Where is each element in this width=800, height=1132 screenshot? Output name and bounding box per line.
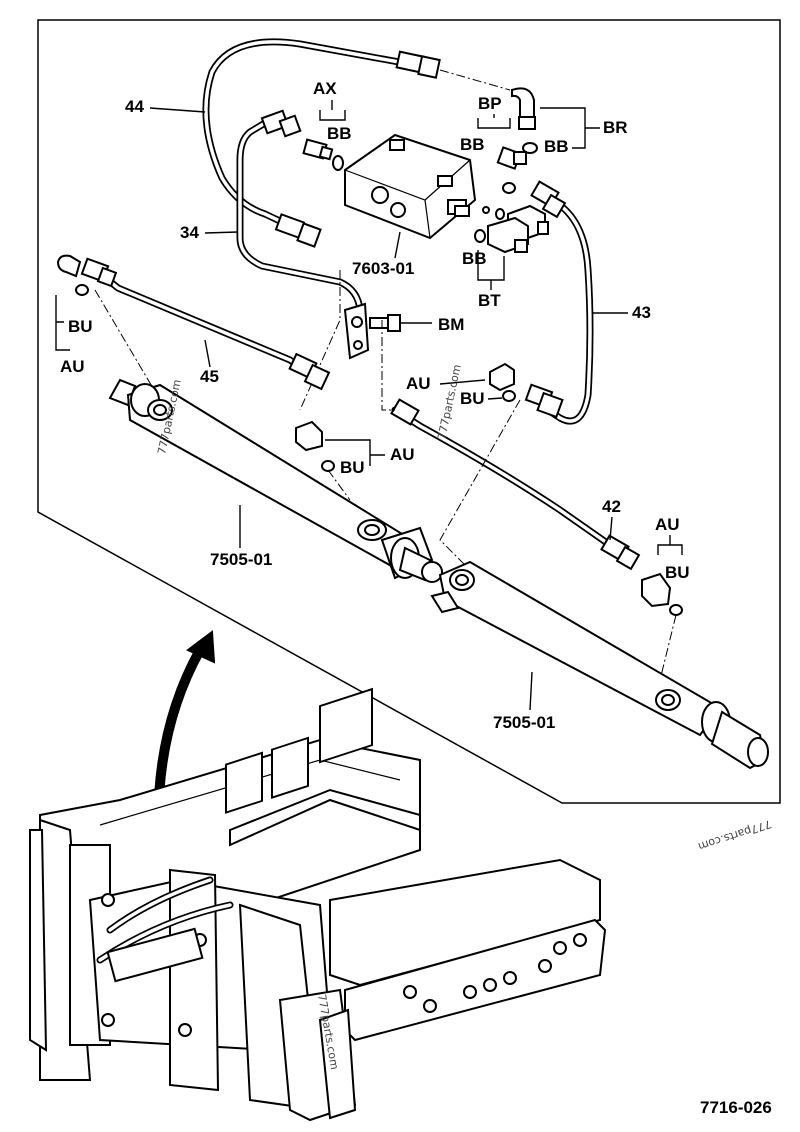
leader-au-mid	[439, 379, 486, 385]
fitting-tee-upper	[496, 146, 527, 194]
fitting-ax	[302, 138, 344, 171]
bracket-br	[540, 107, 600, 149]
fitting-au-mid	[489, 362, 516, 402]
callout-au-low: AU	[390, 445, 415, 464]
callout-bu-right: BU	[665, 563, 690, 582]
fitting-tee-lower	[474, 204, 549, 254]
callout-au-right: AU	[655, 515, 680, 534]
fitting-bp	[511, 87, 536, 130]
leader-7603-01	[394, 231, 401, 259]
callout-45: 45	[200, 367, 219, 386]
callout-au-mid: AU	[406, 374, 431, 393]
hose-43	[524, 180, 594, 425]
hose-45	[56, 254, 331, 391]
oring-bb-br	[522, 142, 538, 154]
callout-7505-01-right: 7505-01	[493, 713, 555, 732]
callout-bu-low: BU	[340, 458, 365, 477]
bracket-au-left	[55, 295, 70, 351]
callout-bu-mid: BU	[460, 389, 485, 408]
leader-45	[204, 339, 211, 368]
cylinder-7505-01-left	[108, 378, 443, 583]
callout-au-left: AU	[60, 357, 85, 376]
bracket-bt	[477, 250, 505, 290]
callout-44: 44	[125, 97, 144, 116]
callout-bb-br: BB	[544, 137, 569, 156]
leader-34	[204, 231, 239, 234]
tube-34	[236, 109, 364, 314]
bracket-ax	[319, 100, 346, 121]
callout-43: 43	[632, 303, 651, 322]
fitting-au-right	[641, 572, 683, 616]
drawing-number: 7716-026	[700, 1098, 772, 1117]
callout-bb-bt: BB	[462, 249, 487, 268]
leader-bu-mid	[487, 397, 503, 400]
cylinder-7505-01-right	[430, 560, 769, 770]
callout-7603-01: 7603-01	[352, 259, 414, 278]
leader-42	[609, 516, 613, 541]
bracket-au-low	[325, 439, 385, 466]
callout-bm: BM	[438, 315, 464, 334]
callout-br: BR	[603, 118, 628, 137]
hose-42	[390, 398, 641, 571]
leader-44	[149, 107, 206, 113]
callout-7505-01-left: 7505-01	[210, 550, 272, 569]
leader-7505-01-right	[529, 671, 533, 711]
callout-bu-left: BU	[68, 317, 93, 336]
watermark: 777parts.com	[697, 817, 774, 853]
callout-bb-ax: BB	[327, 124, 352, 143]
mounting-bracket	[343, 302, 401, 360]
exploded-view-frame	[37, 19, 781, 804]
callout-bt: BT	[478, 291, 501, 310]
callout-ax: AX	[313, 79, 337, 98]
fork-positioner-assembly	[29, 687, 607, 1122]
callout-bp: BP	[478, 94, 502, 113]
valve-block-7603-01	[344, 133, 490, 240]
bracket-au-right	[657, 535, 683, 555]
callout-34: 34	[180, 223, 199, 242]
fitting-au-lower	[295, 420, 335, 472]
callout-bb-bp: BB	[460, 135, 485, 154]
bracket-bp	[477, 114, 511, 129]
callout-42: 42	[602, 497, 621, 516]
